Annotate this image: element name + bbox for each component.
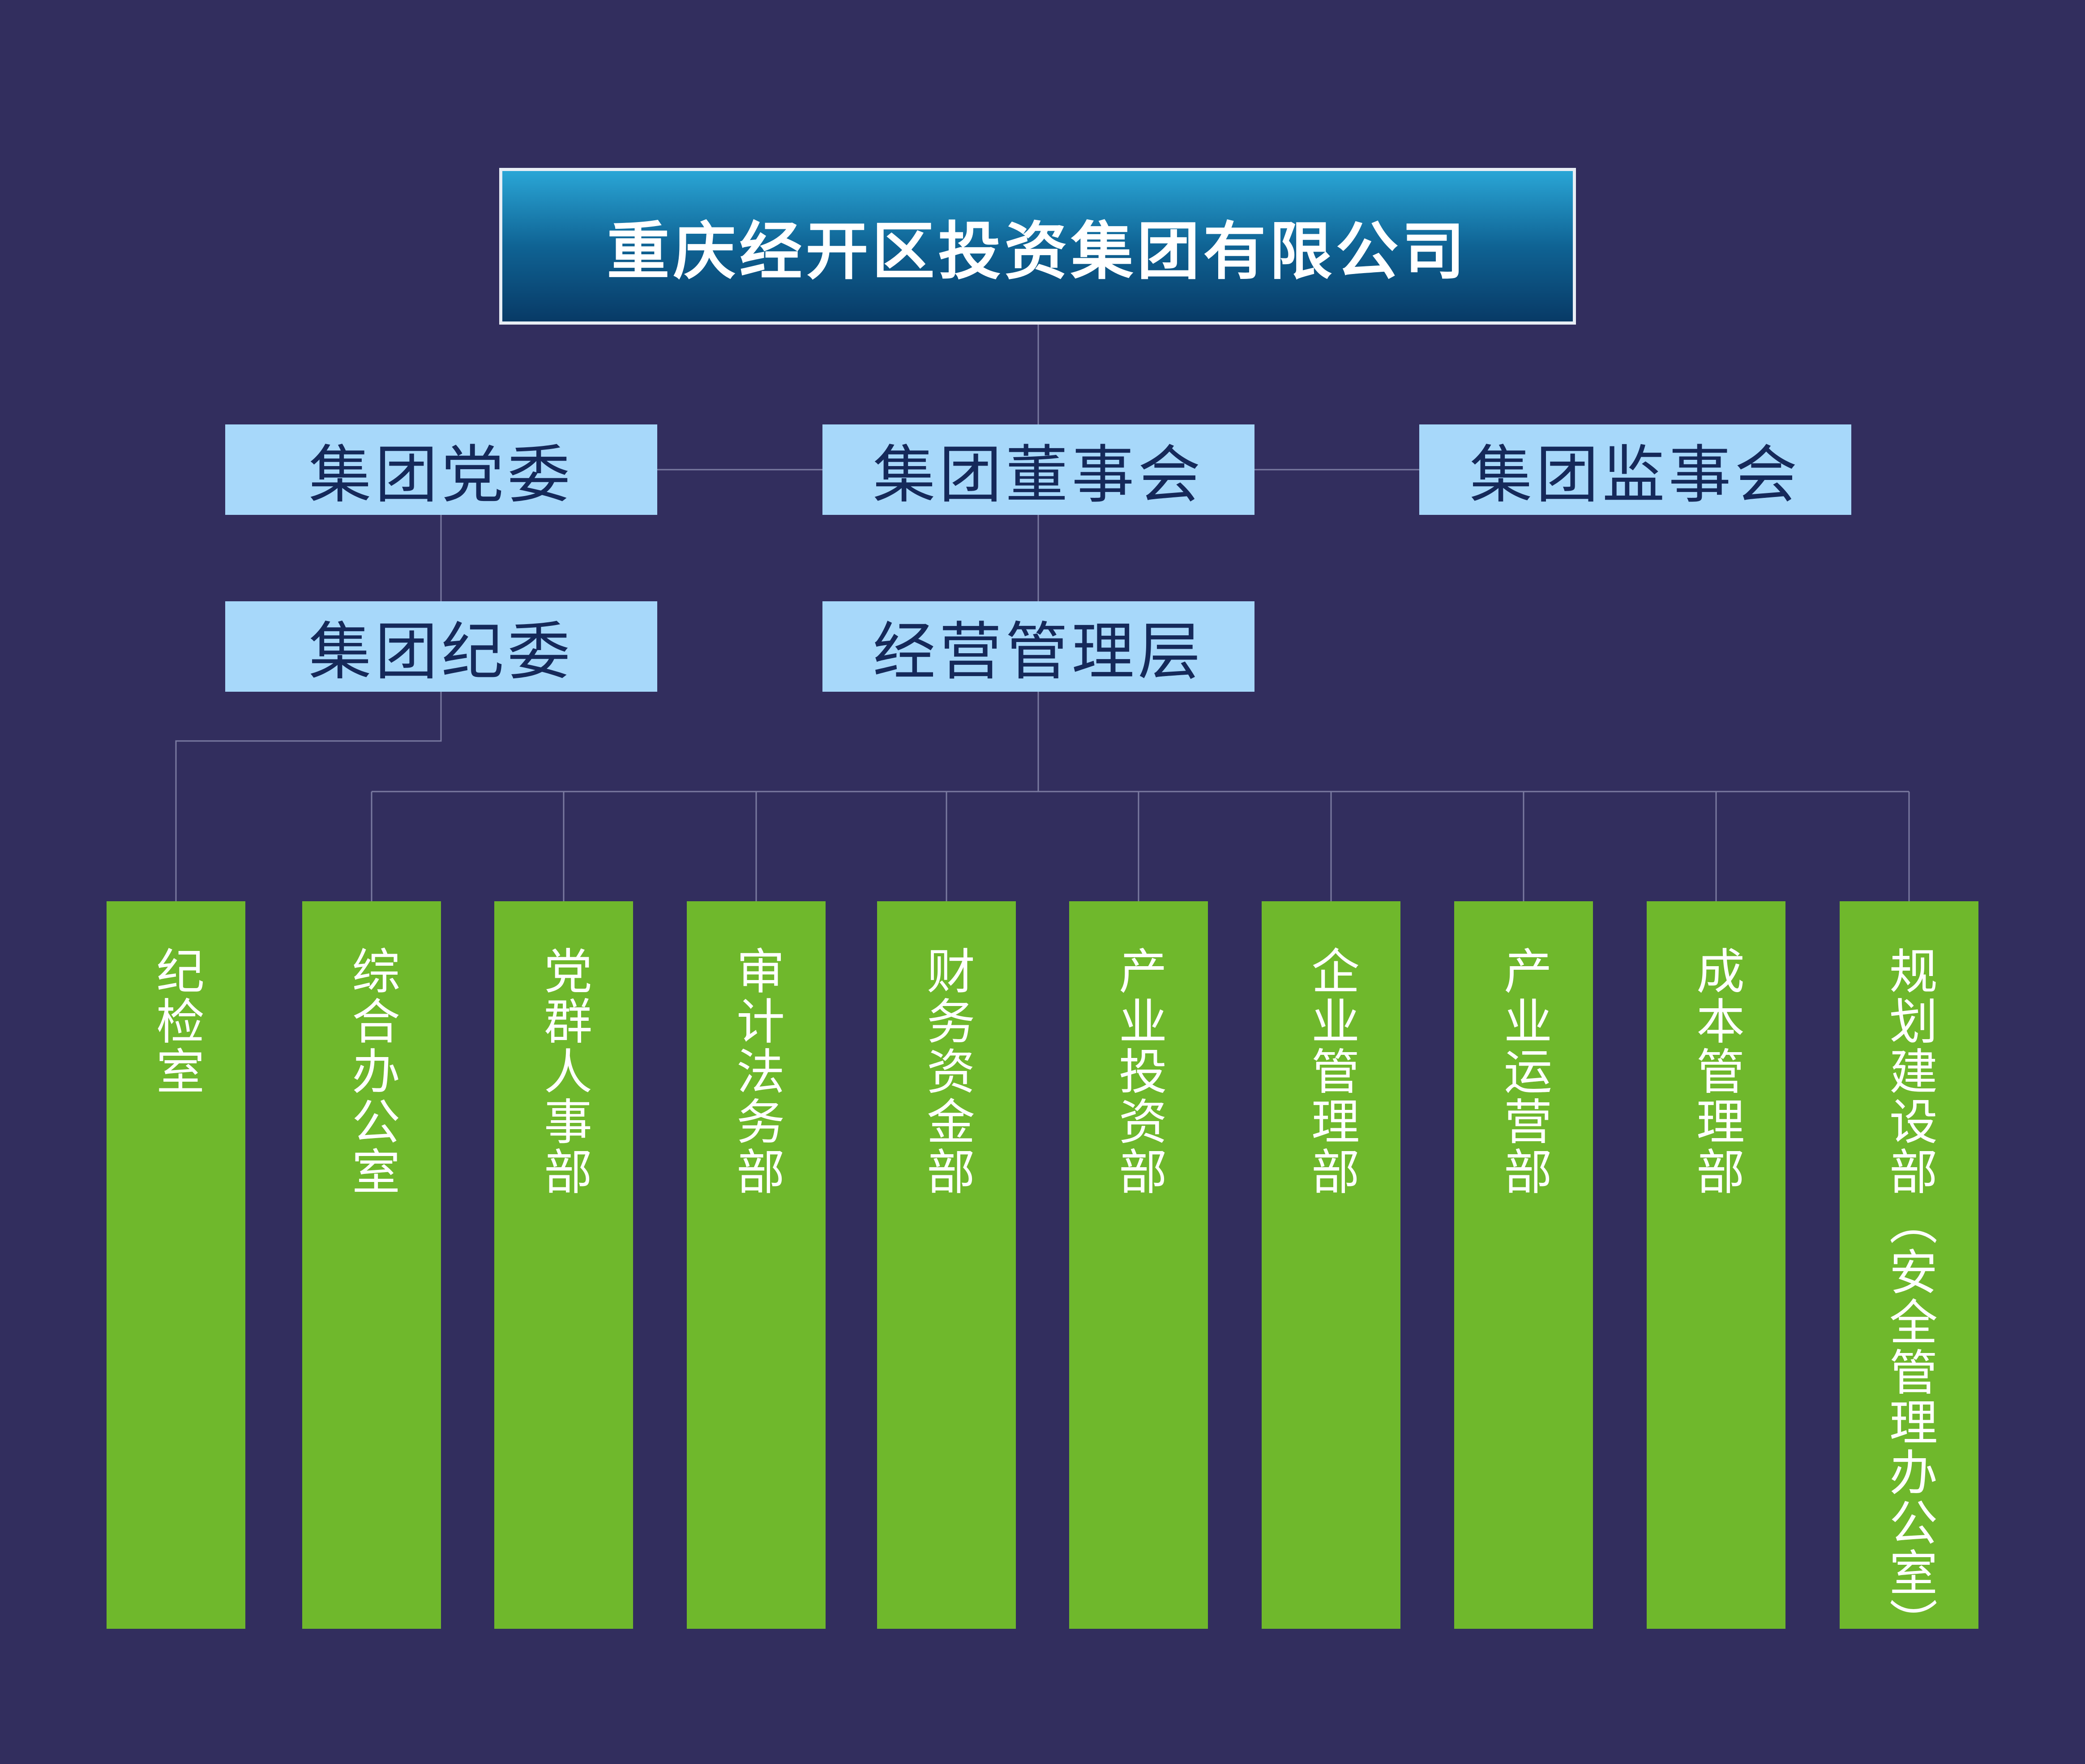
department-label: 产业投资部: [1111, 946, 1167, 1197]
node-board-of-directors: 集团董事会: [822, 424, 1254, 515]
department-node: 审计法务部: [687, 901, 826, 1629]
department-label: 规划建设部（安全管理办公室）: [1881, 946, 1937, 1648]
department-node: 纪检室: [107, 901, 245, 1629]
department-node: 成本管理部: [1647, 901, 1785, 1629]
department-label: 成本管理部: [1688, 946, 1744, 1197]
department-node: 财务资金部: [877, 901, 1016, 1629]
node-management: 经营管理层: [822, 601, 1254, 692]
department-label: 党群人事部: [536, 946, 592, 1197]
node-label: 集团监事会: [1469, 439, 1801, 512]
department-label: 审计法务部: [728, 946, 784, 1197]
department-node: 产业投资部: [1069, 901, 1208, 1629]
node-label: 集团董事会: [873, 439, 1204, 512]
connector-discipline-dept: [175, 692, 442, 901]
department-label: 纪检室: [148, 946, 204, 1096]
department-node: 产业运营部: [1454, 901, 1593, 1629]
node-supervisory-board: 集团监事会: [1419, 424, 1851, 515]
root-node: 重庆经开区投资集团有限公司: [499, 168, 1576, 325]
node-label: 集团党委: [308, 439, 574, 512]
department-node: 综合办公室: [302, 901, 441, 1629]
department-node: 规划建设部（安全管理办公室）: [1840, 901, 1978, 1648]
node-discipline-committee: 集团纪委: [225, 601, 657, 692]
department-node: 党群人事部: [494, 901, 633, 1629]
node-label: 经营管理层: [873, 616, 1204, 689]
department-label: 企业管理部: [1303, 946, 1359, 1197]
root-node-label: 重庆经开区投资集团有限公司: [607, 215, 1468, 288]
department-label: 产业运营部: [1496, 946, 1552, 1197]
department-label: 综合办公室: [344, 946, 400, 1197]
node-label: 集团纪委: [308, 616, 574, 689]
department-node: 企业管理部: [1262, 901, 1400, 1629]
department-label: 财务资金部: [919, 946, 975, 1197]
node-party-committee: 集团党委: [225, 424, 657, 515]
